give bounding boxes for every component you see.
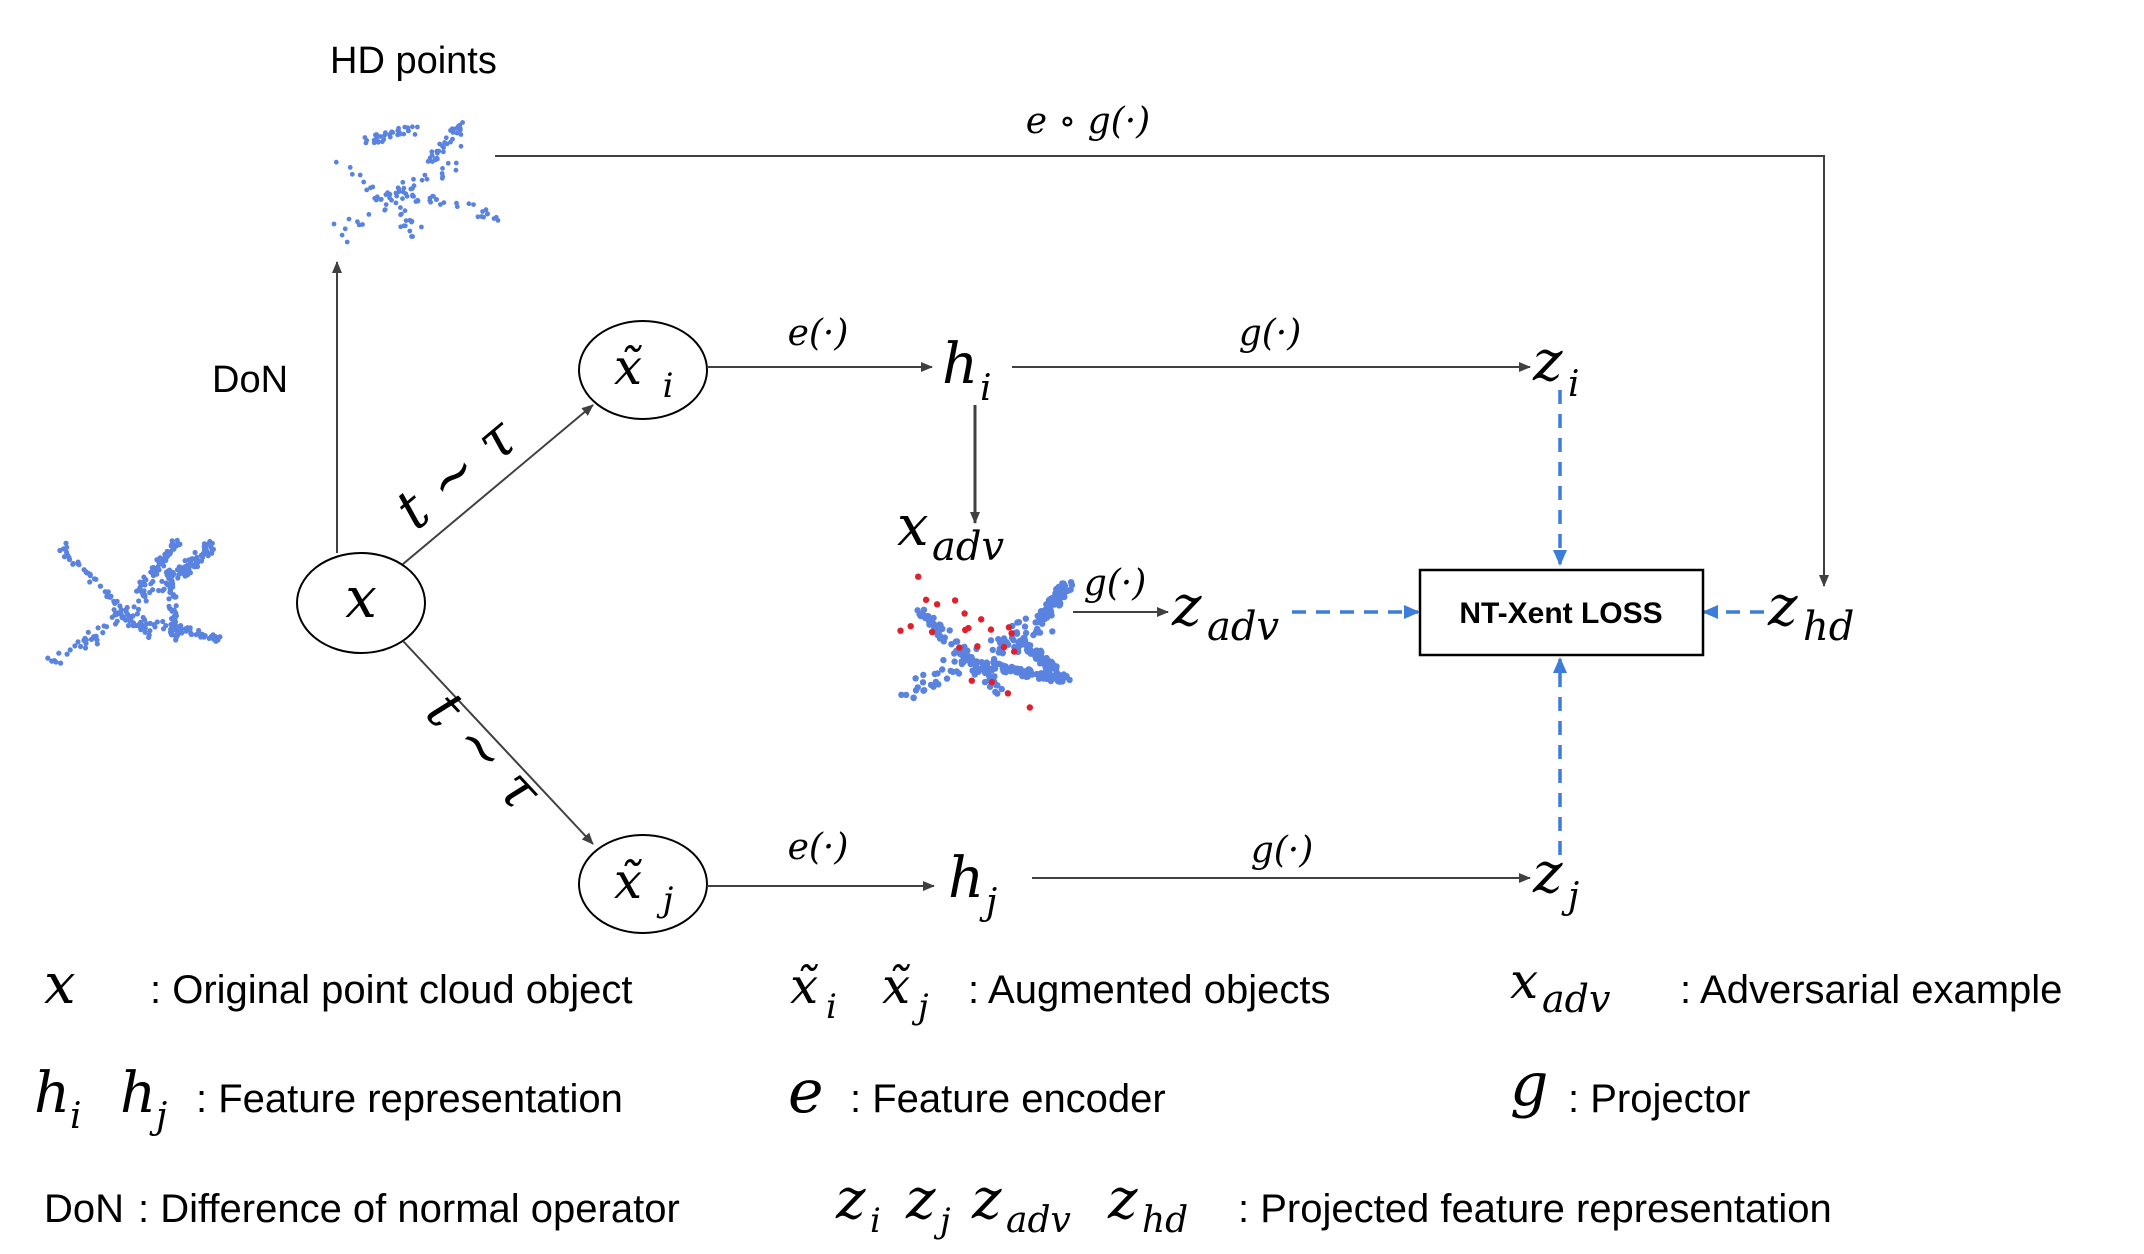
g-label-lower: g(·) (1251, 830, 1314, 871)
svg-text:x̃: x̃ (614, 852, 642, 910)
arrow-x-to-xi (402, 404, 594, 565)
legend-g-desc: : Projector (1568, 1077, 1750, 1121)
node-x-tilde-i (578, 320, 708, 420)
legend-adv-symbol: x adv (1510, 952, 1611, 1021)
x-adv-label: x adv (897, 494, 1004, 570)
legend-g-symbol: g (1510, 1050, 1548, 1120)
svg-text:i: i (663, 366, 674, 406)
svg-text:z: z (1532, 329, 1563, 394)
z-adv-label: z adv (1171, 574, 1279, 650)
legend-don-symbol: DoN (44, 1187, 124, 1231)
legend-adv-desc: : Adversarial example (1680, 968, 2062, 1012)
svg-text:adv: adv (1207, 604, 1279, 650)
svg-text:x̃: x̃ (614, 338, 642, 396)
arrow-hd-path (495, 155, 1829, 587)
e-label-lower: e(·) (788, 827, 849, 868)
loss-box (1418, 568, 1705, 657)
svg-text:h: h (948, 846, 984, 911)
svg-text:j: j (1561, 876, 1579, 917)
g-label-upper: g(·) (1239, 313, 1302, 354)
svg-text:i: i (1568, 364, 1580, 405)
t-tau-label-upper: t ∼ τ (383, 405, 530, 543)
legend-h-desc: : Feature representation (196, 1077, 623, 1121)
arrow-x-to-xj (402, 640, 594, 845)
h-j-label: h j (948, 846, 997, 923)
svg-text:h: h (120, 1061, 156, 1126)
e-compose-g-label: e ∘ g(·) (1026, 101, 1150, 142)
svg-text:x: x (897, 494, 929, 559)
loss-label: NT-Xent LOSS (1459, 597, 1662, 630)
z-hd-label: z hd (1767, 574, 1854, 650)
svg-text:z: z (835, 1167, 866, 1232)
legend-x-desc: : Original point cloud object (150, 968, 633, 1012)
adversarial-airplane-icon (897, 573, 1076, 711)
svg-text:h: h (34, 1061, 70, 1126)
svg-text:z: z (1532, 841, 1563, 906)
legend-aug-desc: : Augmented objects (968, 968, 1330, 1012)
node-x (296, 552, 426, 654)
svg-text:hd: hd (1803, 604, 1854, 650)
t-tau-label-lower: t ∼ τ (413, 679, 554, 824)
svg-text:j: j (911, 987, 929, 1027)
legend-x-symbol: x (44, 952, 76, 1017)
svg-text:x̃: x̃ (790, 957, 818, 1015)
svg-text:i: i (980, 368, 992, 409)
legend-e-symbol: e (788, 1057, 824, 1127)
legend-z-symbol: z i z j z adv z hd (835, 1167, 1188, 1241)
svg-text:j: j (933, 1201, 951, 1241)
don-label: DoN (212, 359, 288, 401)
svg-text:adv: adv (1006, 1200, 1071, 1241)
svg-text:x: x (1510, 952, 1538, 1010)
svg-text:z: z (1171, 574, 1202, 639)
z-i-label: z i (1532, 329, 1580, 405)
svg-text:z: z (1107, 1167, 1138, 1232)
h-i-label: h i (942, 332, 992, 409)
svg-text:hd: hd (1142, 1200, 1188, 1241)
g-label-adv: g(·) (1084, 563, 1147, 604)
svg-text:z: z (971, 1167, 1002, 1232)
hd-points-label: HD points (330, 40, 497, 82)
legend-h-symbol: h i h j (34, 1061, 167, 1137)
svg-text:h: h (942, 332, 978, 397)
e-label-upper: e(·) (788, 313, 849, 354)
z-j-label: z j (1532, 841, 1579, 917)
svg-text:i: i (70, 1096, 82, 1137)
legend-z-desc: : Projected feature representation (1238, 1187, 1832, 1231)
legend: x : Original point cloud object x̃ i x̃ … (34, 952, 2062, 1241)
node-x-label: x (345, 566, 377, 631)
svg-text:adv: adv (932, 524, 1004, 570)
svg-text:z: z (1767, 574, 1798, 639)
svg-text:z: z (905, 1167, 936, 1232)
node-x-tilde-j (578, 834, 708, 934)
legend-aug-symbol: x̃ i x̃ j (790, 957, 929, 1027)
svg-text:adv: adv (1542, 977, 1611, 1021)
legend-e-desc: : Feature encoder (850, 1077, 1166, 1121)
hd-points-cloud-icon (331, 120, 501, 245)
legend-don-desc: : Difference of normal operator (138, 1187, 680, 1231)
svg-text:i: i (826, 987, 837, 1027)
svg-text:i: i (870, 1201, 881, 1241)
node-x-tilde-i-label: x̃ i (614, 338, 674, 406)
svg-text:x̃: x̃ (882, 957, 910, 1015)
airplane-point-cloud-icon (45, 537, 223, 666)
